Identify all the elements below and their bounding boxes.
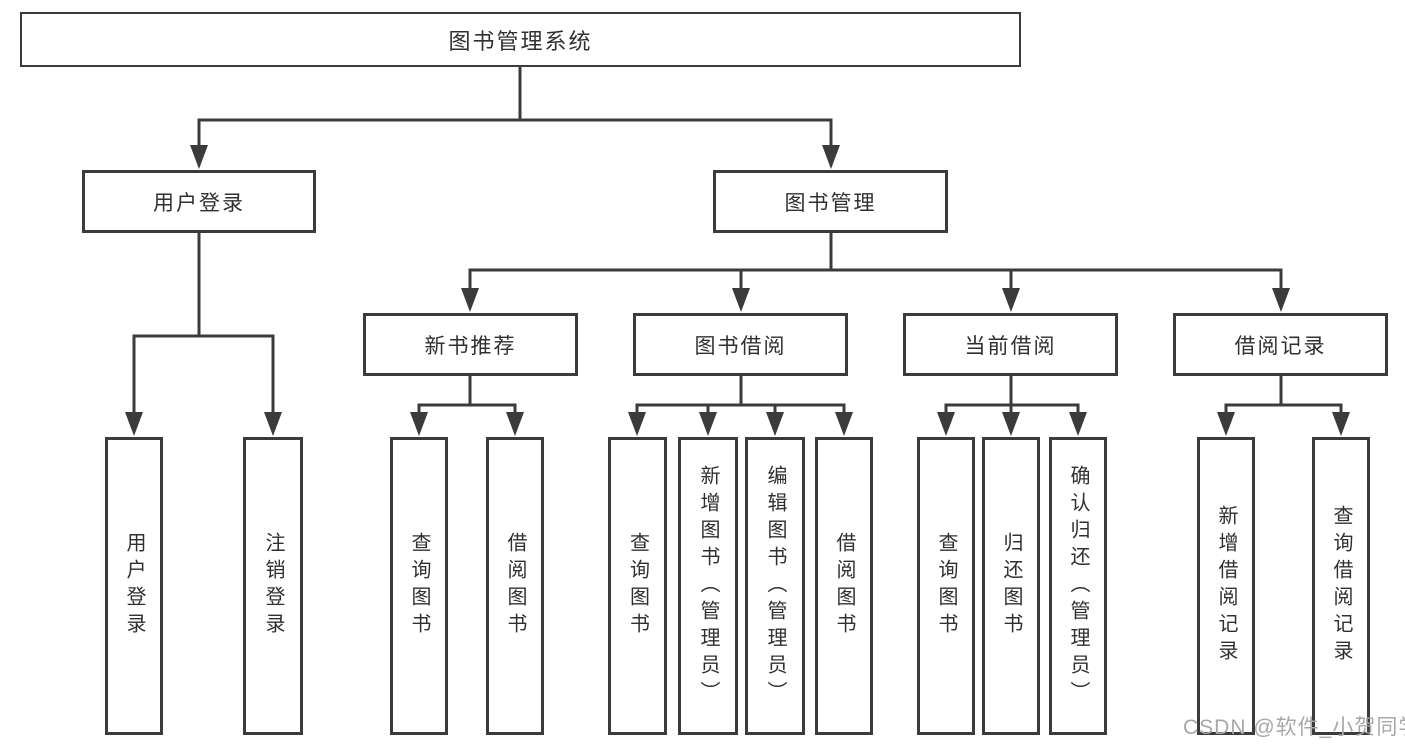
node-bb-add-books-admin-label: 新增图书（管理员） [697, 464, 719, 708]
node-library-management-system: 图书管理系统 [20, 12, 1021, 67]
node-current-borrowing-label: 当前借阅 [964, 334, 1057, 358]
node-nbr-borrow-books-label: 借阅图书 [504, 532, 526, 640]
node-user-login-leaf-label: 用户登录 [123, 532, 145, 640]
node-library-management-system-label: 图书管理系统 [448, 28, 593, 54]
node-nbr-query-books: 查询图书 [390, 437, 448, 735]
node-logout: 注销登录 [243, 437, 303, 735]
node-nbr-borrow-books: 借阅图书 [486, 437, 544, 735]
node-borrowing-records-label: 借阅记录 [1234, 334, 1327, 358]
node-cb-confirm-return-admin-label: 确认归还（管理员） [1067, 464, 1089, 708]
watermark: CSDN @软件_小贺同学 [1183, 716, 1405, 739]
node-new-book-recommend: 新书推荐 [363, 313, 578, 376]
node-book-management-branch-label: 图书管理 [784, 191, 877, 215]
node-book-management-branch: 图书管理 [713, 170, 948, 233]
node-cb-return-books: 归还图书 [982, 437, 1040, 735]
node-bb-query-books-label: 查询图书 [626, 532, 649, 640]
node-cb-query-books-label: 查询图书 [935, 532, 957, 640]
node-cb-confirm-return-admin: 确认归还（管理员） [1049, 437, 1107, 735]
node-bb-edit-books-admin-label: 编辑图书（管理员） [764, 464, 786, 708]
node-nbr-query-books-label: 查询图书 [408, 532, 430, 640]
node-bb-borrow-books-label: 借阅图书 [833, 532, 855, 640]
node-bb-add-books-admin: 新增图书（管理员） [678, 437, 738, 735]
node-current-borrowing: 当前借阅 [903, 313, 1118, 376]
node-user-login-branch: 用户登录 [82, 170, 316, 233]
node-br-add-record: 新增借阅记录 [1197, 437, 1255, 735]
node-br-query-record-label: 查询借阅记录 [1330, 505, 1352, 667]
node-book-borrowing: 图书借阅 [633, 313, 848, 376]
node-bb-query-books: 查询图书 [608, 437, 667, 735]
node-br-add-record-label: 新增借阅记录 [1215, 505, 1237, 667]
node-user-login-leaf: 用户登录 [105, 437, 163, 735]
node-bb-borrow-books: 借阅图书 [815, 437, 873, 735]
node-user-login-branch-label: 用户登录 [153, 191, 245, 215]
node-logout-label: 注销登录 [262, 532, 284, 640]
node-cb-query-books: 查询图书 [917, 437, 975, 735]
node-br-query-record: 查询借阅记录 [1312, 437, 1370, 735]
node-cb-return-books-label: 归还图书 [1000, 532, 1022, 640]
node-borrowing-records: 借阅记录 [1173, 313, 1388, 376]
node-bb-edit-books-admin: 编辑图书（管理员） [745, 437, 805, 735]
node-book-borrowing-label: 图书借阅 [694, 334, 787, 358]
node-new-book-recommend-label: 新书推荐 [424, 334, 517, 358]
